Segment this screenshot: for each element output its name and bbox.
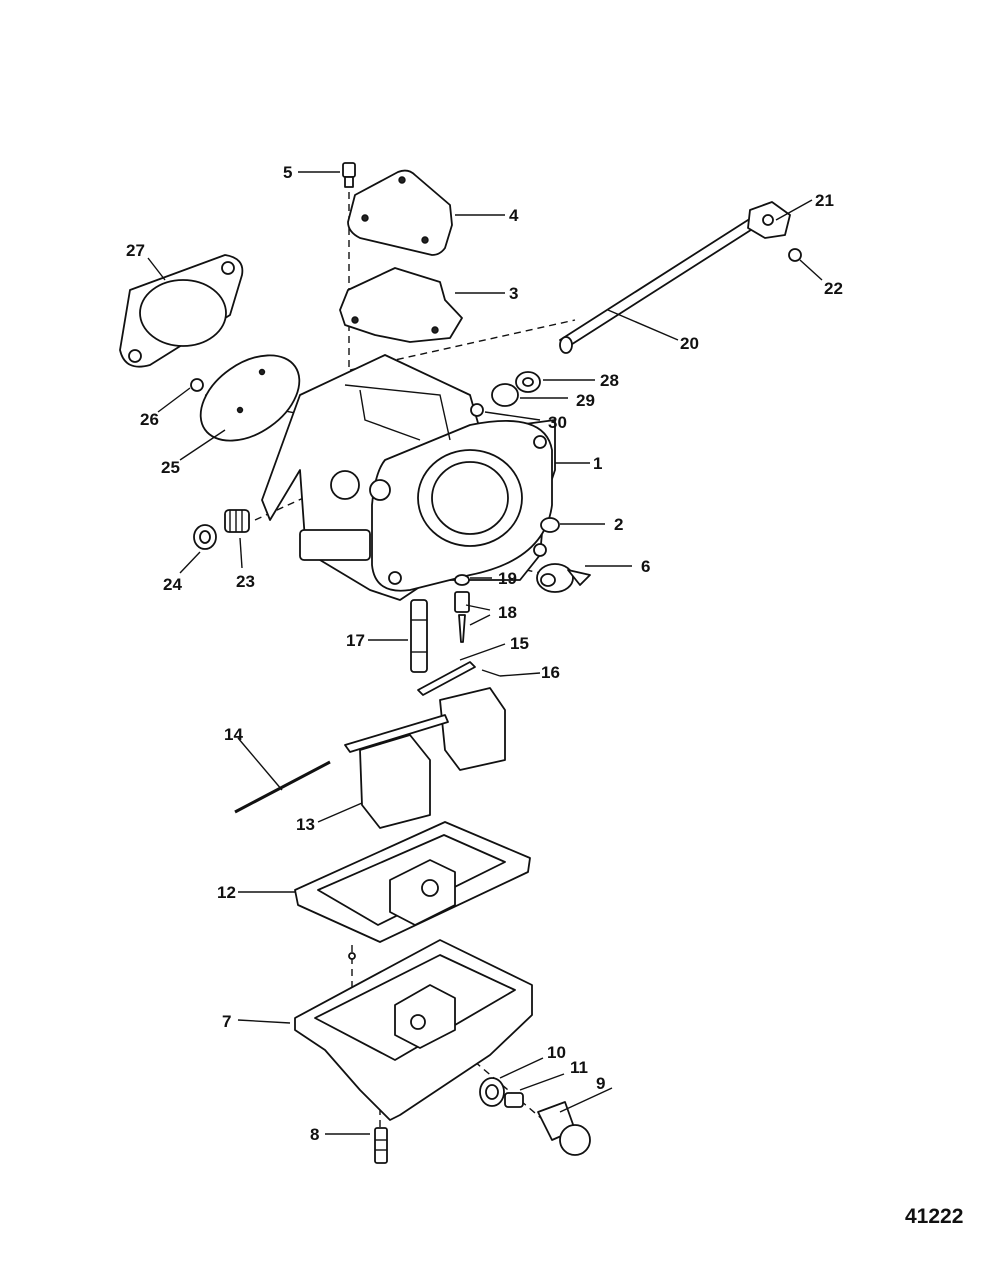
callout-8: 8 bbox=[310, 1125, 319, 1144]
callout-11: 11 bbox=[570, 1058, 588, 1077]
callout-2: 2 bbox=[614, 515, 623, 534]
callout-18: 18 bbox=[498, 603, 517, 622]
part-26-screw bbox=[190, 378, 204, 392]
callout-20: 20 bbox=[680, 334, 699, 353]
callout-21: 21 bbox=[815, 191, 834, 210]
callout-6: 6 bbox=[641, 557, 650, 576]
callout-24: 24 bbox=[163, 575, 182, 594]
part-19-washer bbox=[454, 574, 470, 586]
callout-13: 13 bbox=[296, 815, 315, 834]
callout-22: 22 bbox=[824, 279, 843, 298]
part-7-float-bowl bbox=[294, 939, 533, 1121]
callout-17: 17 bbox=[346, 631, 365, 650]
callout-9: 9 bbox=[596, 1074, 605, 1093]
part-27-flange-gasket bbox=[119, 254, 244, 368]
part-2-screw bbox=[540, 517, 560, 533]
callout-4: 4 bbox=[509, 206, 519, 225]
callout-labels: 1 2 3 4 5 6 7 8 9 10 11 12 13 14 15 16 1… bbox=[126, 163, 843, 1144]
callout-23: 23 bbox=[236, 572, 255, 591]
part-20-shaft bbox=[559, 219, 755, 354]
callout-15: 15 bbox=[510, 634, 529, 653]
callout-14: 14 bbox=[224, 725, 243, 744]
part-4-cover-plate bbox=[347, 169, 453, 256]
callout-25: 25 bbox=[161, 458, 180, 477]
callout-10: 10 bbox=[547, 1043, 566, 1062]
callout-30: 30 bbox=[548, 413, 567, 432]
callout-5: 5 bbox=[283, 163, 292, 182]
part-14-pin bbox=[234, 760, 331, 814]
part-18-needle-seat bbox=[454, 591, 470, 643]
callout-7: 7 bbox=[222, 1012, 231, 1031]
part-29-ring bbox=[491, 383, 519, 407]
part-1-carburetor-body bbox=[261, 354, 556, 601]
callout-16: 16 bbox=[541, 663, 560, 682]
part-28-nut bbox=[515, 371, 541, 393]
leader-lines bbox=[147, 171, 823, 1135]
part-8-screw bbox=[374, 1127, 388, 1164]
callout-29: 29 bbox=[576, 391, 595, 410]
part-30-plug bbox=[470, 403, 484, 417]
part-12-bowl-gasket bbox=[294, 821, 531, 943]
part-25-diaphragm bbox=[199, 354, 301, 442]
part-3-gasket bbox=[339, 267, 463, 343]
reference-number: 41222 bbox=[905, 1205, 963, 1228]
part-15-float-arm bbox=[417, 661, 476, 696]
part-6-pulley bbox=[536, 563, 591, 593]
part-13-float bbox=[344, 687, 506, 829]
callout-3: 3 bbox=[509, 284, 518, 303]
callout-1: 1 bbox=[593, 454, 602, 473]
part-17-nozzle bbox=[410, 599, 428, 673]
callout-12: 12 bbox=[217, 883, 236, 902]
callout-27: 27 bbox=[126, 241, 145, 260]
part-21-lever bbox=[747, 201, 791, 239]
part-22-screw bbox=[788, 248, 802, 262]
callout-26: 26 bbox=[140, 410, 159, 429]
part-24-nut bbox=[193, 524, 217, 550]
callout-19: 19 bbox=[498, 569, 517, 588]
part-5-screw bbox=[342, 162, 356, 188]
part-11-spring bbox=[504, 1092, 524, 1108]
callout-28: 28 bbox=[600, 371, 619, 390]
part-16-pin bbox=[481, 669, 501, 677]
part-10-gasket bbox=[479, 1077, 505, 1107]
part-9-drain-plug bbox=[537, 1101, 591, 1156]
part-23-spring bbox=[224, 509, 250, 533]
